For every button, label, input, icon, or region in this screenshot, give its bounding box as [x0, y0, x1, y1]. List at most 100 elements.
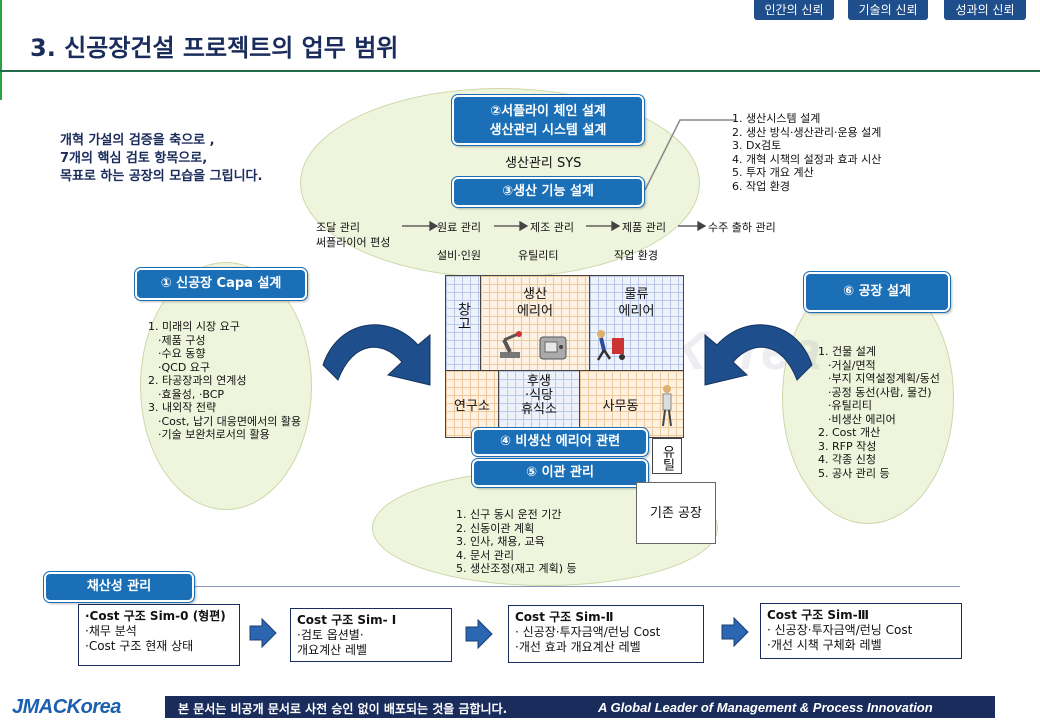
capa-ellipse [140, 262, 312, 510]
cost-sim-line: ·개선 효과 개요계산 레벨 [515, 640, 641, 654]
list-item: 1. 신구 동시 운전 기간 [456, 508, 562, 521]
list-item: 4. 문서 관리 [456, 548, 514, 562]
cost-sim-line: · 신공장·투자금액/런닝 Cost [515, 625, 661, 639]
list-item: ·거실/면적 [828, 358, 876, 372]
block-arrow-icon [465, 618, 493, 650]
office-worker-icon [662, 385, 672, 427]
list-item: 2. 타공장과의 연계성 [148, 374, 247, 387]
tab-technology-trust[interactable]: 기술의 신뢰 [848, 0, 928, 20]
cost-sim-0-box: ·Cost 구조 Sim-0 (형편) ·채무 분석 ·Cost 구조 현재 상… [78, 604, 240, 666]
cost-sim-header: Cost 구조 Sim-Ⅲ [767, 608, 869, 622]
cost-sim-line: ·검토 옵션별· [297, 628, 364, 642]
factory-design-ellipse [782, 272, 954, 524]
company-logo: JMACKorea [12, 696, 121, 718]
production-area-label: 에리어 [517, 304, 553, 319]
intro-line: 목표로 하는 공장의 모습을 그립니다. [60, 169, 263, 184]
cost-sim-header: Cost 구조 Sim- I [297, 613, 397, 627]
utility-zone: 유틸 [652, 438, 682, 474]
curved-arrow-left-icon [322, 324, 431, 386]
list-item: ·공정 동선(사람, 물건) [828, 385, 932, 399]
supply-chain-design-button[interactable]: ②서플라이 체인 설계 생산관리 시스템 설계 [451, 94, 645, 146]
list-item: ·기술 보완처로서의 활용 [158, 428, 270, 441]
flow-arrows [402, 220, 707, 232]
list-item: ·비생산 에리어 [828, 412, 896, 426]
flow-utility: 유틸리티 [518, 249, 559, 262]
non-production-area-button[interactable]: ④ 비생산 에리어 관련 [471, 427, 649, 457]
callout-line [644, 119, 735, 191]
list-item: 3. 내외작 전략 [148, 401, 217, 414]
cost-sim-header: ·Cost 구조 Sim-0 (형편) [85, 609, 226, 623]
list-item: 2. 신동이관 계획 [456, 521, 535, 535]
company-tagline: A Global Leader of Management & Process … [598, 700, 933, 715]
cost-sim-line: 개요계산 레벨 [297, 643, 368, 657]
footer-bar [165, 696, 995, 718]
left-accent-bar [0, 0, 2, 100]
list-item: 6. 작업 환경 [732, 179, 790, 193]
list-item: 3. 인사, 채용, 교육 [456, 535, 545, 548]
list-item: 4. 각종 신청 [818, 453, 876, 466]
capa-list: 1. 미래의 시장 요구 ·제품 구성 ·수요 동향 ·QCD 요구 2. 타공… [148, 320, 301, 442]
profitability-management-button[interactable]: 채산성 관리 [43, 571, 195, 603]
existing-factory-box: 기존 공장 [636, 482, 716, 544]
flow-procurement: 조달 관리 [316, 221, 360, 234]
cost-sim-1-box: Cost 구조 Sim- I ·검토 옵션별· 개요계산 레벨 [290, 608, 452, 662]
list-item: ·유틸리티 [828, 399, 872, 412]
title-divider [0, 70, 1040, 72]
list-item: 3. Dx검토 [732, 139, 782, 152]
cost-sim-line: ·개선 시책 구체화 레벨 [767, 638, 882, 652]
list-item: 1. 건물 설계 [818, 345, 876, 358]
production-function-design-button[interactable]: ③생산 기능 설계 [451, 176, 645, 208]
flow-work-environment: 작업 환경 [614, 249, 658, 262]
confidential-notice: 본 문서는 비공개 문서로 사전 승인 없이 배포되는 것을 금합니다. [178, 702, 508, 716]
flow-equipment: 설비·인원 [437, 249, 481, 262]
list-item: ·수요 동향 [158, 347, 206, 360]
new-factory-capa-button[interactable]: ① 신공장 Capa 설계 [134, 267, 308, 301]
flow-manufacturing: 제조 관리 [530, 221, 574, 234]
factory-design-button[interactable]: ⑥ 공장 설계 [803, 271, 951, 313]
list-item: 1. 미래의 시장 요구 [148, 320, 240, 333]
welfare-label: 휴식소 [521, 402, 557, 417]
list-item: 5. 공사 관리 등 [818, 466, 890, 480]
supply-chain-list: 1. 생산시스템 설계 2. 생산 방식·생산관리·운용 설계 3. Dx검토 … [732, 112, 881, 193]
list-item: ·제품 구성 [158, 333, 206, 347]
factory-layout: 창고 생산 에리어 물류 에리어 연구소 후생 ·식당 휴식소 사무동 [445, 275, 684, 438]
production-sys-label: 생산관리 SYS [505, 156, 582, 171]
intro-line: 개혁 가설의 검증을 축으로 , [60, 133, 215, 148]
section-divider [185, 586, 960, 587]
machine-icon [539, 336, 567, 360]
block-arrow-icon [249, 617, 277, 649]
list-item: ·효율성, ·BCP [158, 387, 225, 401]
list-item: ·부지 지역설정계획/동선 [828, 372, 940, 385]
warehouse-zone: 창고 [445, 275, 481, 371]
office-label: 사무동 [602, 399, 639, 414]
hand-truck-worker-icon [596, 330, 625, 361]
list-item: ·QCD 요구 [158, 360, 211, 374]
block-arrow-icon [721, 616, 749, 648]
relocation-list: 1. 신구 동시 운전 기간 2. 신동이관 계획 3. 인사, 채용, 교육 … [456, 508, 577, 576]
logistics-area-label: 에리어 [618, 304, 655, 319]
flow-material: 원료 관리 [437, 221, 481, 234]
cost-sim-header: Cost 구조 Sim-Ⅱ [515, 610, 614, 624]
list-item: ·Cost, 납기 대응면에서의 활용 [158, 414, 302, 428]
welfare-zone: 후생 ·식당 휴식소 [498, 370, 580, 438]
intro-line: 7개의 핵심 검토 항목으로, [60, 151, 208, 166]
relocation-management-button[interactable]: ⑤ 이관 관리 [471, 458, 649, 488]
cost-sim-line: ·채무 분석 [85, 624, 137, 638]
cost-sim-line: · 신공장·투자금액/런닝 Cost [767, 623, 913, 637]
tab-performance-trust[interactable]: 성과의 신뢰 [944, 0, 1026, 20]
supply-chain-title: ②서플라이 체인 설계 [490, 104, 606, 119]
page-title: 3. 신공장건설 프로젝트의 업무 범위 [30, 34, 399, 62]
production-management-title: 생산관리 시스템 설계 [489, 123, 607, 138]
utility-label: 유틸 [659, 445, 675, 471]
welfare-label: 후생 [527, 374, 551, 389]
list-item: 1. 생산시스템 설계 [732, 112, 821, 125]
list-item: 4. 개혁 시책의 설정과 효과 시산 [732, 152, 882, 166]
logistics-area-label: 물류 [624, 287, 649, 302]
warehouse-label: 창고 [455, 302, 472, 330]
production-area-label: 생산 [523, 287, 547, 302]
research-label: 연구소 [454, 399, 490, 414]
list-item: 5. 투자 개요 계산 [732, 166, 814, 179]
tab-human-trust[interactable]: 인간의 신뢰 [754, 0, 834, 20]
factory-design-list: 1. 건물 설계 ·거실/면적 ·부지 지역설정계획/동선 ·공정 동선(사람,… [818, 345, 940, 480]
production-area-zone: 생산 에리어 [480, 275, 590, 371]
